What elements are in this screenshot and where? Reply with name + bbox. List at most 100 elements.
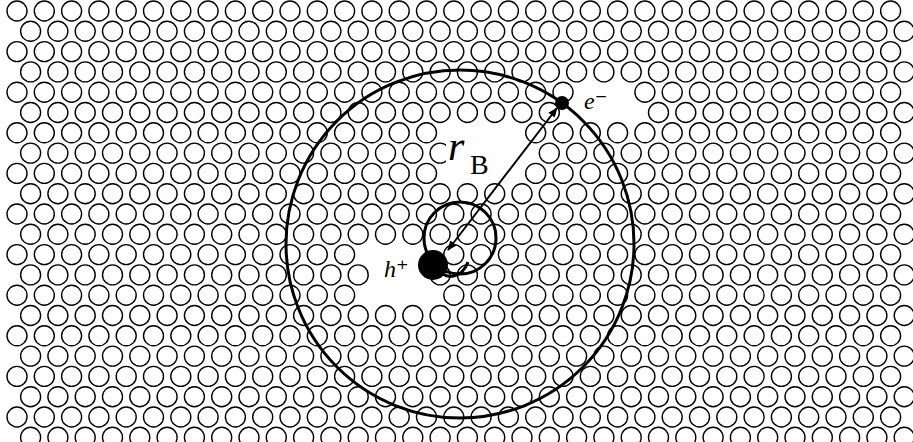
atom-circle: [130, 387, 150, 407]
atom-circle: [717, 42, 737, 62]
atom-circle: [676, 143, 696, 163]
atom-circle: [812, 387, 832, 407]
atom-circle: [730, 346, 750, 366]
atom-circle: [48, 184, 68, 204]
atom-circle: [621, 62, 641, 82]
atom-circle: [567, 184, 587, 204]
atom-circle: [335, 82, 355, 102]
atom-circle: [676, 387, 696, 407]
atom-circle: [34, 163, 54, 183]
atom-circle: [826, 366, 846, 386]
atom-circle: [635, 366, 655, 386]
atom-circle: [853, 366, 873, 386]
atom-circle: [348, 427, 368, 442]
atom-circle: [321, 265, 341, 285]
atom-circle: [853, 245, 873, 265]
atom-circle: [730, 21, 750, 41]
atom-circle: [7, 163, 27, 183]
atom-circle: [758, 387, 778, 407]
atom-circle: [62, 245, 82, 265]
atom-circle: [294, 224, 314, 244]
atom-circle: [225, 407, 245, 427]
atom-circle: [280, 366, 300, 386]
atom-circle: [335, 1, 355, 21]
atom-circle: [417, 82, 437, 102]
atom-circle: [116, 204, 136, 224]
atom-circle: [48, 427, 68, 442]
atom-circle: [225, 42, 245, 62]
atom-circle: [130, 265, 150, 285]
atom-circle: [48, 21, 68, 41]
atom-circle: [34, 1, 54, 21]
atom-circle: [608, 123, 628, 143]
atom-circle: [676, 306, 696, 326]
atom-circle: [621, 387, 641, 407]
atom-circle: [130, 62, 150, 82]
atom-circle: [553, 123, 573, 143]
atom-circle: [212, 62, 232, 82]
atom-circle: [212, 427, 232, 442]
atom-circle: [730, 103, 750, 123]
atom-circle: [48, 224, 68, 244]
atom-circle: [826, 407, 846, 427]
atom-circle: [34, 326, 54, 346]
atom-circle: [526, 326, 546, 346]
atom-circle: [348, 184, 368, 204]
atom-circle: [430, 21, 450, 41]
atom-circle: [457, 21, 477, 41]
atom-circle: [526, 245, 546, 265]
atom-circle: [881, 407, 901, 427]
atom-circle: [744, 245, 764, 265]
atom-circle: [444, 366, 464, 386]
atom-circle: [184, 427, 204, 442]
atom-circle: [389, 42, 409, 62]
atom-circle: [826, 82, 846, 102]
atom-circle: [144, 285, 164, 305]
atom-circle: [457, 387, 477, 407]
atom-circle: [103, 62, 123, 82]
atom-circle: [116, 366, 136, 386]
atom-circle: [212, 143, 232, 163]
atom-circle: [498, 42, 518, 62]
atom-circle: [348, 265, 368, 285]
atom-circle: [881, 366, 901, 386]
atom-circle: [253, 123, 273, 143]
atom-circle: [457, 346, 477, 366]
atom-circle: [225, 204, 245, 224]
atom-circle: [635, 407, 655, 427]
atom-circle: [799, 407, 819, 427]
atom-circle: [567, 427, 587, 442]
atom-circle: [294, 21, 314, 41]
atom-circle: [662, 285, 682, 305]
atom-circle: [744, 1, 764, 21]
atom-circle: [157, 184, 177, 204]
atom-circle: [594, 62, 614, 82]
atom-circle: [144, 407, 164, 427]
atom-circle: [321, 306, 341, 326]
atom-circle: [771, 42, 791, 62]
atom-circle: [867, 62, 887, 82]
atom-circle: [812, 62, 832, 82]
atom-circle: [403, 21, 423, 41]
atom-circle: [362, 1, 382, 21]
atom-circle: [580, 204, 600, 224]
atom-circle: [771, 123, 791, 143]
atom-circle: [48, 265, 68, 285]
atom-circle: [676, 265, 696, 285]
atom-circle: [744, 285, 764, 305]
atom-circle: [198, 204, 218, 224]
atom-circle: [212, 21, 232, 41]
atom-circle: [717, 1, 737, 21]
atom-circle: [717, 163, 737, 183]
atom-circle: [253, 326, 273, 346]
atom-circle: [212, 103, 232, 123]
atom-circle: [376, 62, 396, 82]
atom-circle: [62, 1, 82, 21]
atom-circle: [867, 387, 887, 407]
atom-circle: [498, 204, 518, 224]
atom-circle: [826, 204, 846, 224]
atom-circle: [89, 42, 109, 62]
atom-circle: [157, 143, 177, 163]
atom-circle: [567, 306, 587, 326]
atom-circle: [89, 245, 109, 265]
